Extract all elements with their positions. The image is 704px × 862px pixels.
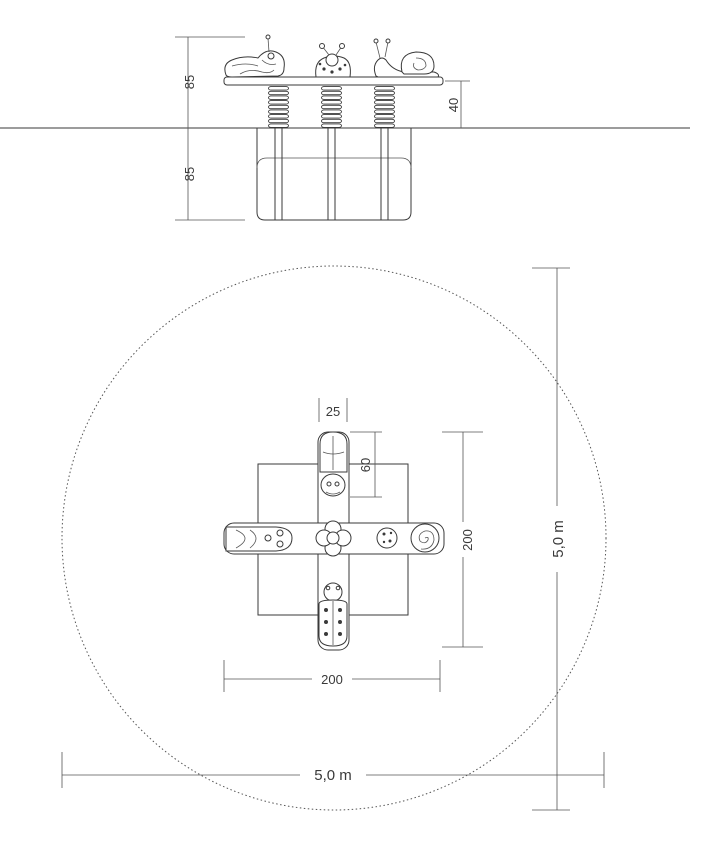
dim-overall-width: 200 bbox=[223, 660, 441, 692]
label-platform-clearance: 40 bbox=[446, 98, 461, 112]
label-safety-zone-horizontal: 5,0 m bbox=[314, 767, 352, 784]
spring-coil-turn bbox=[374, 104, 395, 110]
spring-coil-turn bbox=[374, 109, 395, 114]
flower-hub bbox=[315, 520, 352, 557]
spring-coil-turn bbox=[321, 109, 342, 114]
spring-coil-turn bbox=[268, 114, 289, 119]
spring-coil-turn bbox=[268, 100, 289, 105]
dim-seat-length: 60 bbox=[350, 431, 382, 498]
ladybug-figure bbox=[320, 473, 346, 497]
spring-coil-turn bbox=[268, 118, 289, 124]
dim-safety-zone-vertical: 5,0 m bbox=[532, 267, 570, 811]
spring-coil-turn bbox=[321, 104, 342, 110]
ladybug-figure bbox=[318, 582, 348, 647]
spring-coil-turn bbox=[321, 123, 342, 128]
foundation-block bbox=[256, 128, 412, 221]
spring-coil-turn bbox=[268, 104, 289, 110]
spring-coil-turn bbox=[374, 86, 395, 91]
spring-coil-turn bbox=[321, 114, 342, 119]
label-overall-height: 200 bbox=[460, 529, 475, 551]
spring-coil-turn bbox=[268, 123, 289, 128]
platform-beam bbox=[223, 76, 444, 86]
snail-figure bbox=[373, 38, 439, 78]
frog-figure bbox=[224, 34, 285, 78]
dim-platform-clearance: 40 bbox=[445, 80, 470, 128]
spring-coil-turn bbox=[268, 86, 289, 91]
spring-coil-turn bbox=[268, 90, 289, 96]
foundation-inner-line bbox=[256, 157, 412, 169]
spring-coil-turn bbox=[321, 95, 342, 100]
ladybug-figure bbox=[315, 43, 351, 78]
dim-overall-height: 200 bbox=[442, 431, 483, 648]
dim-arm-width: 25 bbox=[318, 398, 348, 422]
label-arm-width: 25 bbox=[326, 404, 340, 419]
label-depth-below: 85 bbox=[182, 167, 197, 181]
label-height-above: 85 bbox=[182, 75, 197, 89]
label-overall-width: 200 bbox=[321, 672, 343, 687]
spring-coil-turn bbox=[321, 100, 342, 105]
frog-figure bbox=[319, 431, 348, 473]
plan-view: 25 60 200 200 bbox=[61, 265, 607, 811]
dim-depth-below: 85 bbox=[175, 128, 245, 221]
safety-zone-circle bbox=[61, 265, 607, 811]
spring-coil-turn bbox=[374, 118, 395, 124]
spring-coil-turn bbox=[321, 90, 342, 96]
spring-coil-turn bbox=[268, 109, 289, 114]
spring-coil-turn bbox=[321, 86, 342, 91]
spring-coil-turn bbox=[321, 118, 342, 124]
dim-safety-zone-horizontal: 5,0 m bbox=[61, 752, 605, 788]
spring-coil bbox=[268, 86, 395, 128]
spring-coil-turn bbox=[374, 114, 395, 119]
ladybug-figure bbox=[376, 527, 398, 549]
snail-figure bbox=[410, 523, 440, 553]
label-seat-length: 60 bbox=[358, 458, 373, 472]
spring-coil-turn bbox=[374, 95, 395, 100]
spring-coil-turn bbox=[374, 90, 395, 96]
spring-coil-turn bbox=[374, 100, 395, 105]
spring-coil-turn bbox=[374, 123, 395, 128]
spring-coil-turn bbox=[268, 95, 289, 100]
label-safety-zone-vertical: 5,0 m bbox=[550, 520, 567, 558]
elevation-view: 85 85 40 bbox=[0, 34, 690, 221]
dim-height-above: 85 bbox=[175, 36, 245, 128]
frog-figure bbox=[225, 526, 293, 552]
